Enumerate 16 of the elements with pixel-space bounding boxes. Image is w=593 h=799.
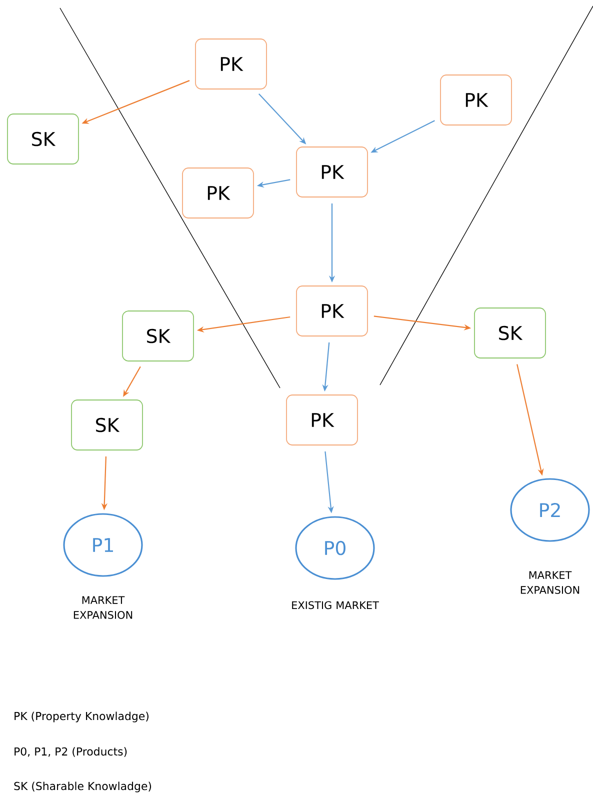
knowledge-box: PK (296, 146, 368, 198)
knowledge-box: SK (71, 400, 143, 450)
knowledge-box: SK (122, 310, 194, 362)
legend-note: PK (Property Knowladge) (14, 712, 148, 722)
knowledge-box: PK (440, 74, 512, 126)
knowledge-box: PK (296, 286, 368, 336)
caption-text: EXISTIG MARKET (292, 601, 379, 610)
knowledge-box: SK (7, 114, 79, 164)
knowledge-box: PK (286, 394, 358, 446)
legend-note: P0, P1, P2 (Products) (14, 747, 127, 757)
legend-note: SK (Sharable Knowladge) (14, 782, 152, 792)
caption-text: MARKET EXPANSION (74, 596, 132, 619)
caption-text: MARKET EXPANSION (520, 571, 580, 594)
knowledge-box: PK (195, 38, 267, 90)
knowledge-box: PK (182, 168, 254, 218)
knowledge-box: SK (474, 308, 546, 358)
